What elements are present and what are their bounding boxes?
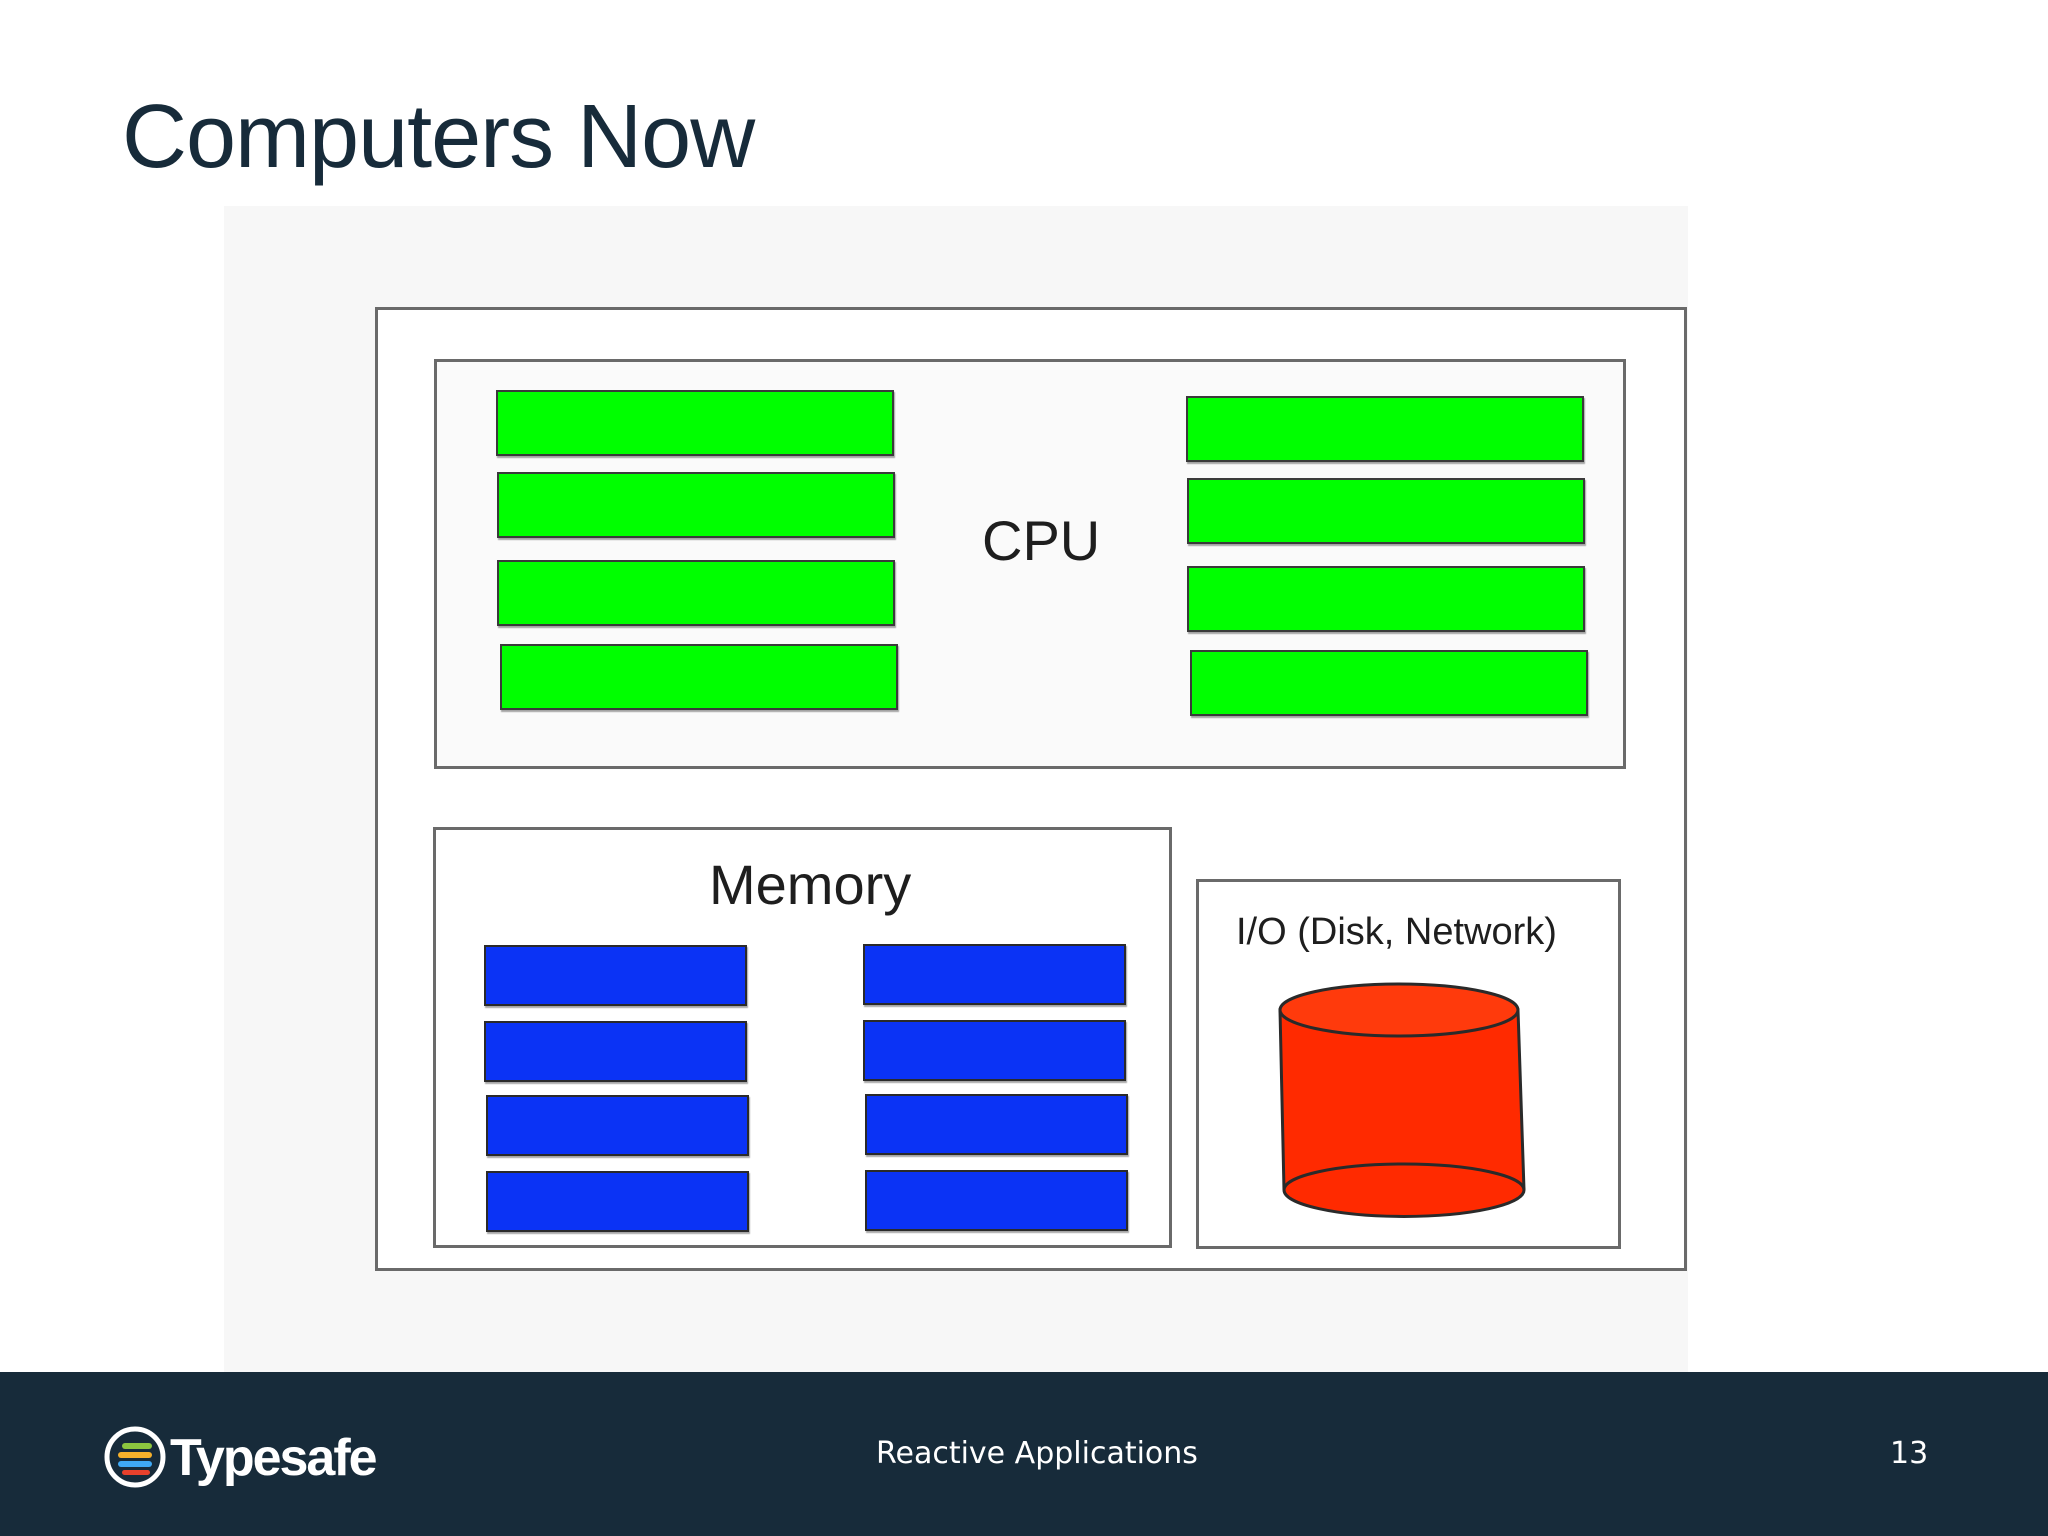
cpu-core bbox=[1187, 566, 1585, 632]
logo-text: Typesafe bbox=[170, 1429, 378, 1487]
cpu-core bbox=[496, 390, 894, 456]
memory-bank bbox=[484, 945, 747, 1006]
typesafe-logo: Typesafe bbox=[104, 1426, 378, 1490]
cpu-core bbox=[500, 644, 898, 710]
slide-title: Computers Now bbox=[122, 87, 755, 187]
typesafe-logo-icon bbox=[104, 1426, 166, 1488]
cpu-core bbox=[497, 472, 895, 538]
slide-footer bbox=[0, 1372, 2048, 1536]
disk-cylinder-icon bbox=[1278, 982, 1526, 1218]
memory-bank bbox=[865, 1094, 1128, 1155]
cpu-core bbox=[497, 560, 895, 626]
memory-bank bbox=[486, 1171, 749, 1232]
memory-bank bbox=[863, 944, 1126, 1005]
memory-bank bbox=[863, 1020, 1126, 1081]
io-label: I/O (Disk, Network) bbox=[1236, 911, 1557, 953]
memory-bank bbox=[486, 1095, 749, 1156]
memory-bank bbox=[865, 1170, 1128, 1231]
footer-text: Reactive Applications bbox=[876, 1436, 1198, 1471]
memory-bank bbox=[484, 1021, 747, 1082]
cpu-label: CPU bbox=[982, 509, 1101, 572]
cpu-core bbox=[1186, 396, 1584, 462]
cpu-core bbox=[1190, 650, 1588, 716]
memory-label: Memory bbox=[709, 853, 912, 916]
page-number: 13 bbox=[1890, 1436, 1929, 1471]
cpu-core bbox=[1187, 478, 1585, 544]
